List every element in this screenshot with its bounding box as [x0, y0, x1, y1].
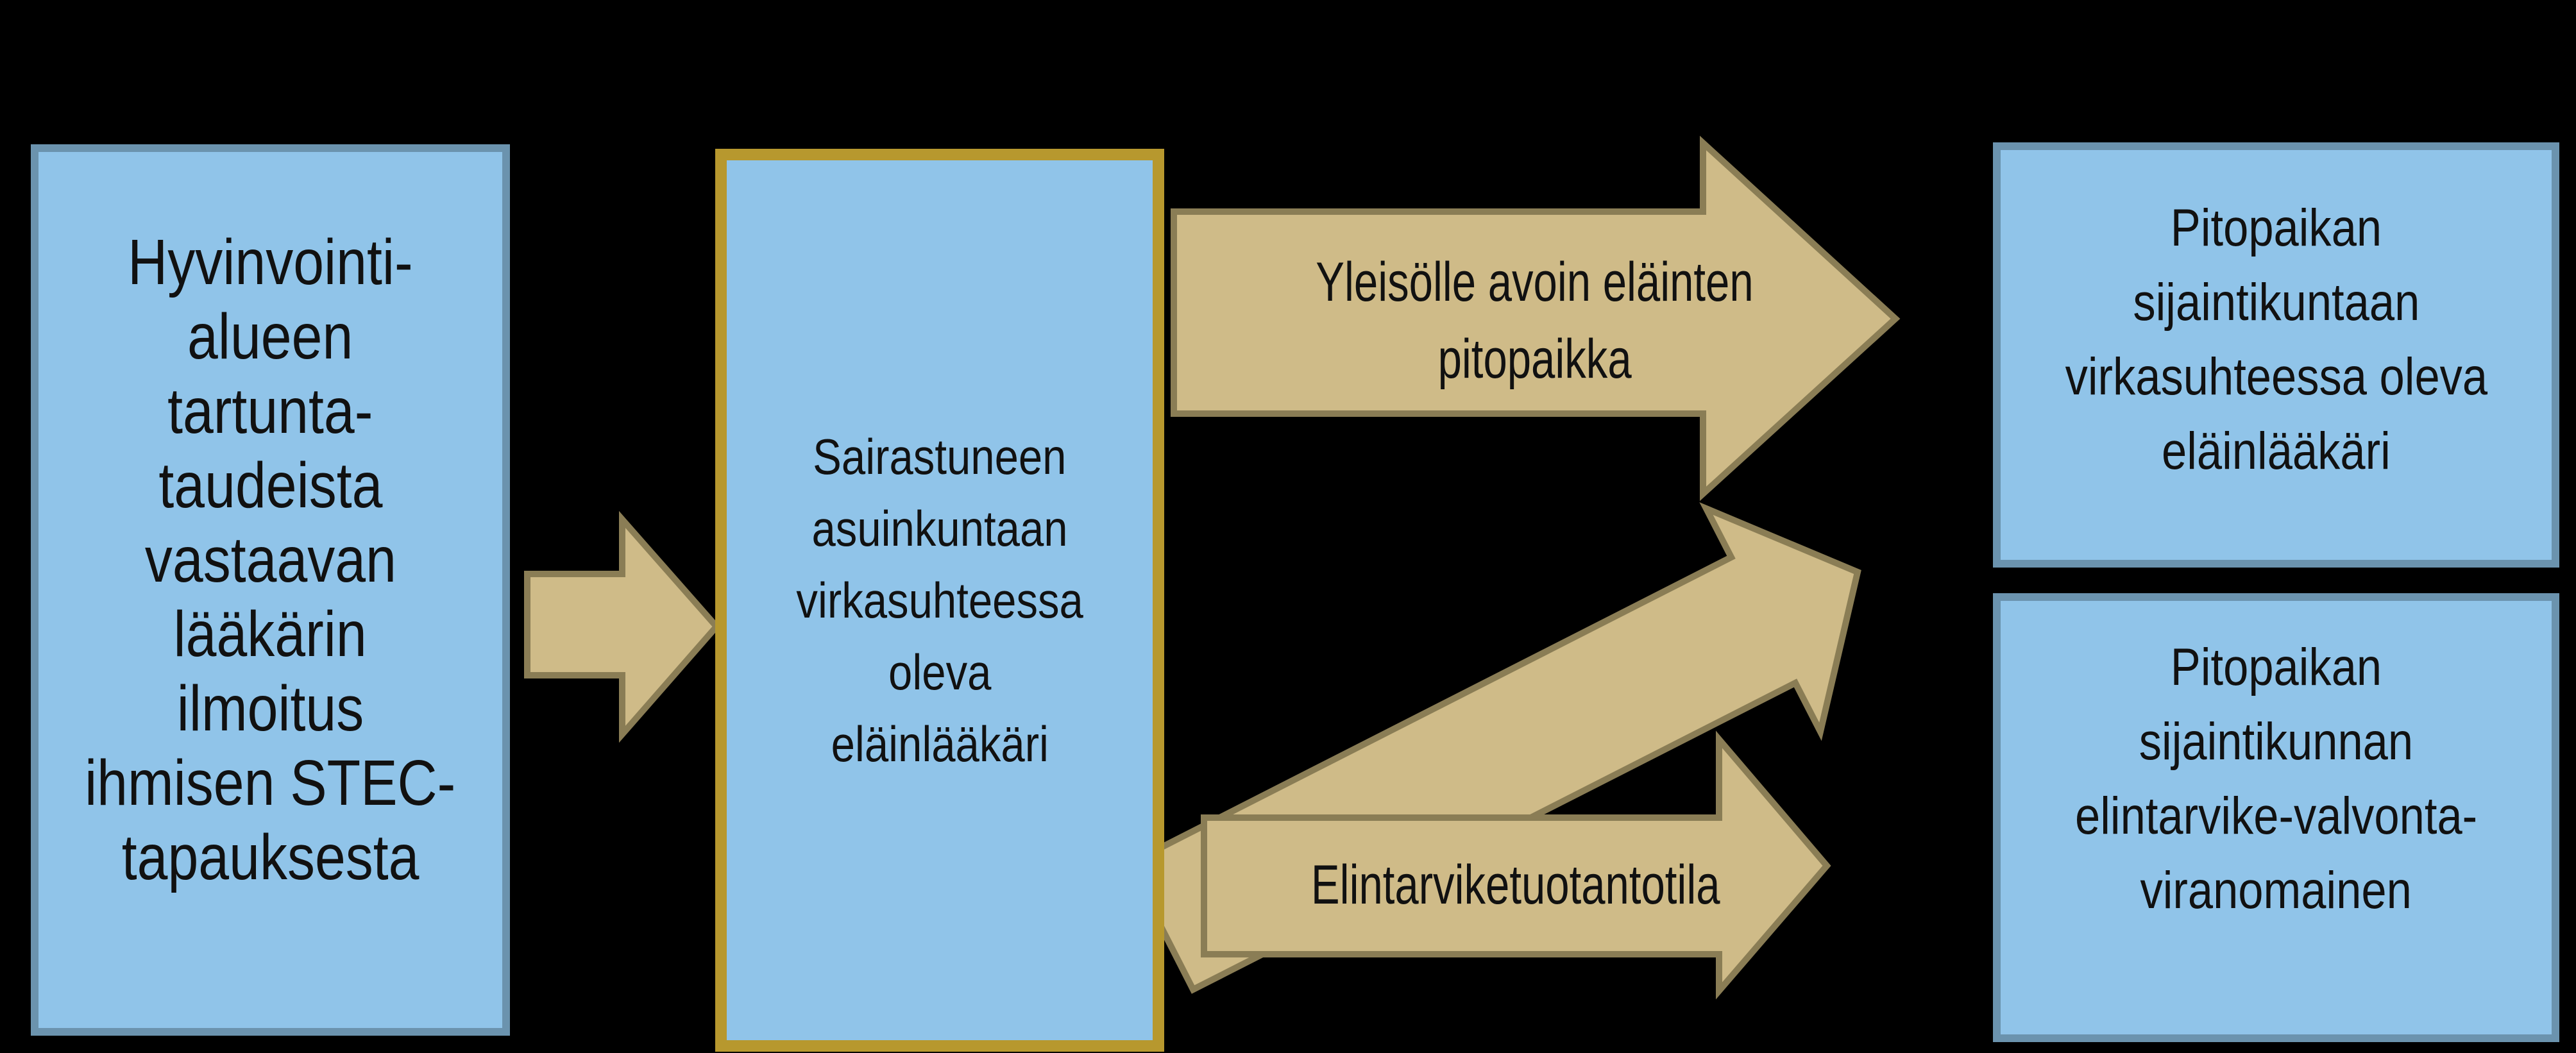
- box-notifier: Hyvinvointi- alueen tartunta- taudeista …: [31, 144, 510, 1036]
- box-holding-municipality-food-authority-line: elintarvike-valvonta-: [2074, 787, 2478, 845]
- food-production-arrow-label: Elintarviketuotantotila: [1204, 816, 1827, 954]
- box-notifier-line: vastaavan: [144, 524, 396, 596]
- notification-arrow-icon: [524, 510, 721, 743]
- box-holding-municipality-food-authority-line: sijaintikunnan: [2139, 712, 2414, 771]
- box-notifier-line: alueen: [187, 301, 353, 373]
- public-premises-arrow-label: Yleisölle avoin eläinten pitopaikka: [1174, 212, 1895, 430]
- box-holding-municipality-vet-line: Pitopaikan: [2170, 198, 2382, 257]
- box-notifier-line: ihmisen STEC-: [85, 747, 456, 819]
- box-notifier-line: Hyvinvointi-: [128, 226, 413, 298]
- box-home-municipality-vet-line: eläinlääkäri: [831, 716, 1049, 772]
- box-notifier-line: lääkärin: [173, 598, 368, 670]
- box-holding-municipality-vet-line: eläinlääkäri: [2162, 421, 2391, 480]
- box-holding-municipality-food-authority-line: Pitopaikan: [2170, 638, 2382, 696]
- box-notifier-line: tartunta-: [167, 375, 373, 447]
- box-holding-municipality-vet: Pitopaikan sijaintikuntaan virkasuhteess…: [1993, 142, 2559, 568]
- box-holding-municipality-food-authority-line: viranomainen: [2140, 861, 2412, 920]
- box-holding-municipality-food-authority: Pitopaikan sijaintikunnan elintarvike-va…: [1993, 593, 2559, 1042]
- box-home-municipality-vet: Sairastuneen asuinkuntaan virkasuhteessa…: [715, 149, 1164, 1052]
- box-home-municipality-vet-line: Sairastuneen: [813, 428, 1067, 485]
- box-home-municipality-vet-line: virkasuhteessa: [796, 572, 1083, 628]
- public-premises-arrow-icon: [1171, 135, 1901, 501]
- box-notifier-line: ilmoitus: [176, 673, 364, 745]
- public-premises-arrow-label-line: pitopaikka: [1437, 328, 1632, 390]
- box-holding-municipality-vet-line: virkasuhteessa oleva: [2065, 347, 2487, 406]
- food-production-arrow-label-line: Elintarviketuotantotila: [1310, 854, 1720, 916]
- public-premises-arrow-label-line: Yleisölle avoin eläinten: [1316, 251, 1754, 313]
- box-notifier-line: tapauksesta: [121, 821, 419, 893]
- box-notifier-line: taudeista: [158, 450, 383, 521]
- box-home-municipality-vet-line: oleva: [888, 644, 992, 700]
- food-production-arrow-icon: [1201, 730, 1831, 1000]
- box-holding-municipality-vet-line: sijaintikuntaan: [2133, 273, 2419, 332]
- box-home-municipality-vet-line: asuinkuntaan: [811, 500, 1068, 557]
